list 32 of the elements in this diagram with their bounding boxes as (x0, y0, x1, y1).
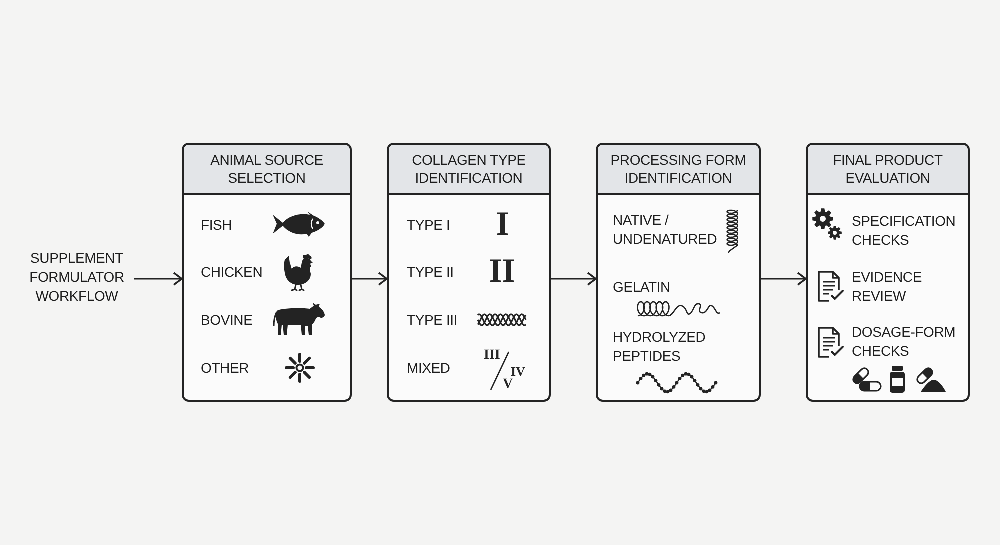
item-label: BOVINE (201, 311, 253, 330)
process-panel (387, 143, 551, 402)
process-panel (182, 143, 352, 402)
arrow (352, 272, 388, 286)
panel-header: COLLAGEN TYPE IDENTIFICATION (389, 145, 549, 195)
panel-header: PROCESSING FORM IDENTIFICATION (598, 145, 759, 195)
roman-numeral: IV (511, 365, 526, 378)
item-label: DOSAGE-FORM CHECKS (852, 323, 957, 361)
roman-numeral: I (496, 208, 510, 242)
item-label: NATIVE / UNDENATURED (613, 211, 718, 249)
item-label: CHICKEN (201, 263, 263, 282)
start-label: SUPPLEMENT FORMULATOR WORKFLOW (20, 249, 134, 306)
process-panel (596, 143, 761, 402)
roman-numeral: II (489, 255, 516, 289)
arrow (761, 272, 807, 286)
roman-numeral: III (484, 349, 500, 363)
panel-header: FINAL PRODUCT EVALUATION (808, 145, 968, 195)
item-label: OTHER (201, 359, 250, 378)
item-label: HYDROLYZED PEPTIDES (613, 328, 707, 366)
item-label: MIXED (407, 359, 450, 378)
item-label: TYPE III (407, 311, 458, 330)
item-label: FISH (201, 216, 232, 235)
item-label: TYPE II (407, 263, 454, 282)
item-label: TYPE I (407, 216, 450, 235)
item-label: SPECIFICATION CHECKS (852, 212, 957, 250)
panel-header: ANIMAL SOURCE SELECTION (184, 145, 350, 195)
process-panel (806, 143, 970, 402)
arrow (551, 272, 597, 286)
item-label: EVIDENCE REVIEW (852, 268, 923, 306)
roman-numeral: V (503, 378, 514, 392)
item-label: GELATIN (613, 278, 670, 297)
arrow (134, 272, 183, 286)
